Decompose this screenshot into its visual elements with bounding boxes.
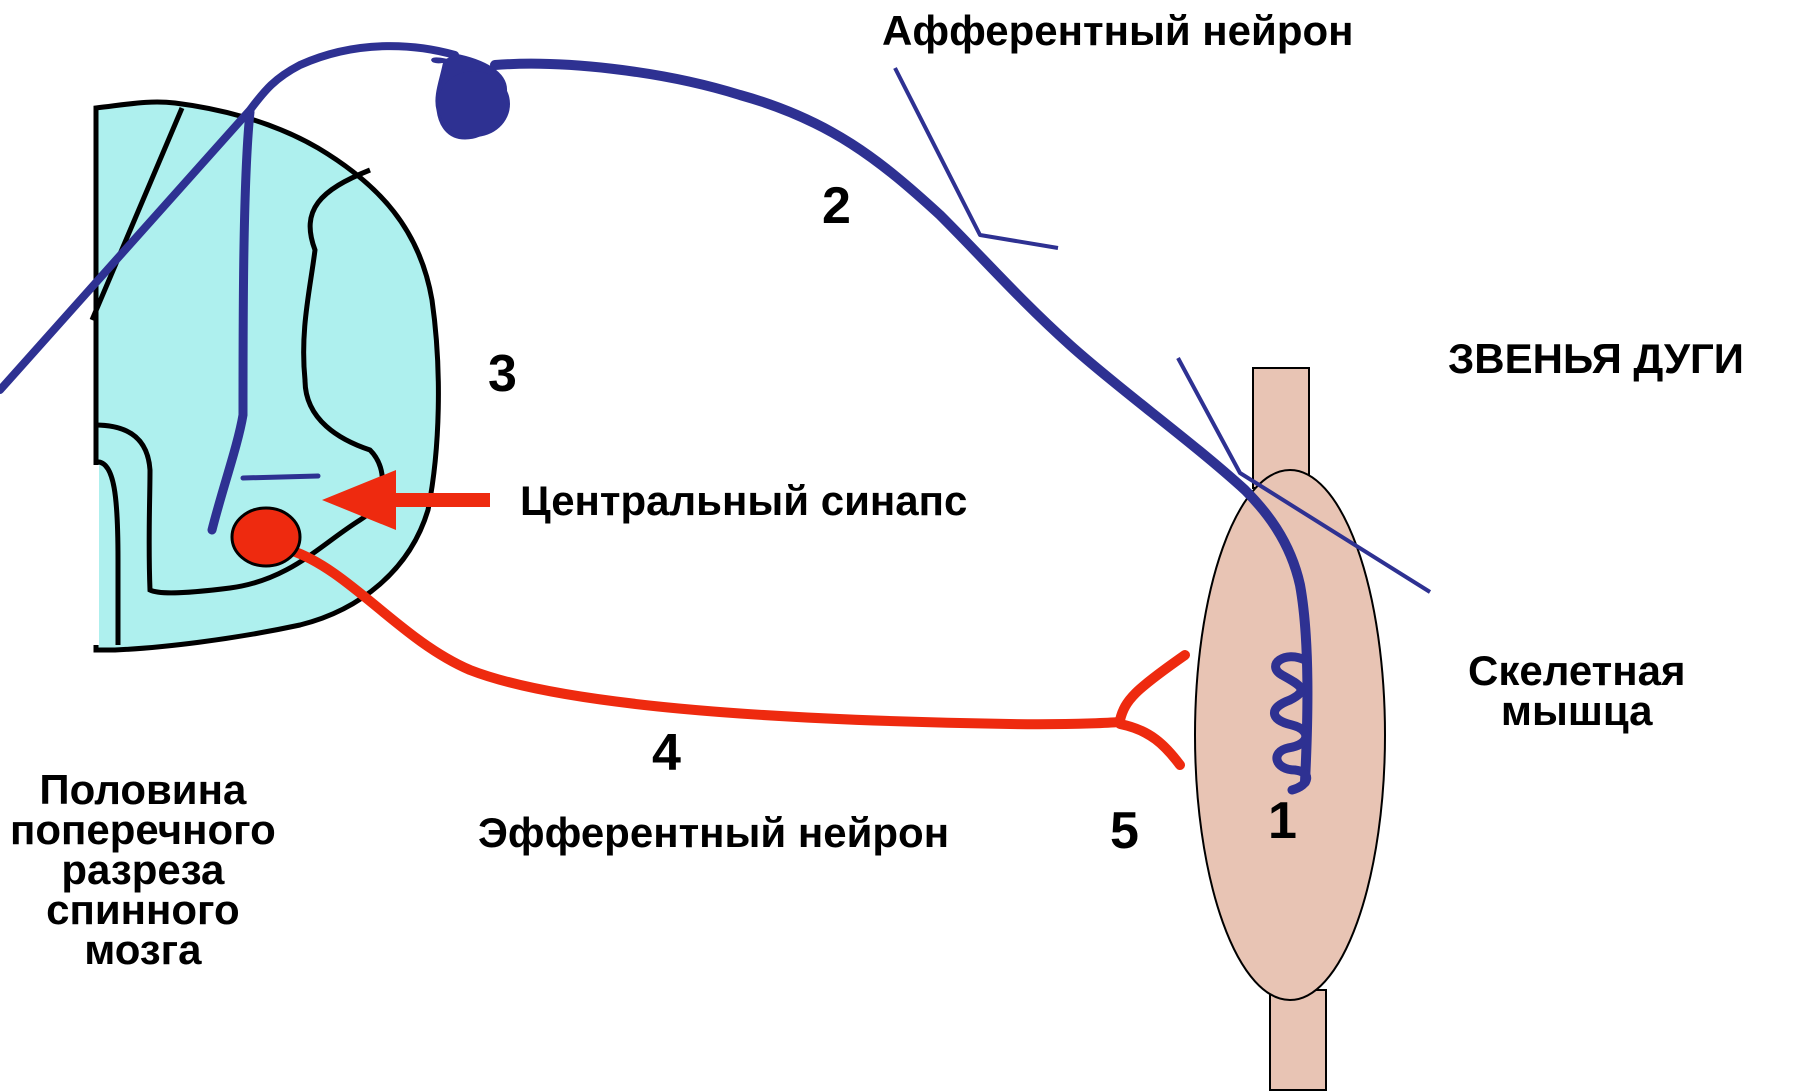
spinal-cord-section: [90, 102, 438, 650]
skeletal-muscle-line-1: Скелетная: [1468, 651, 1685, 691]
afferent-fiber: [495, 64, 1307, 782]
spinal-cord-label-line-5: мозга: [10, 930, 276, 970]
spinal-cord-label-line-1: Половина: [10, 770, 276, 810]
efferent-terminal-lower: [1120, 724, 1180, 765]
number-4-efferent: 4: [652, 727, 681, 779]
reflex-arc-links-heading: ЗВЕНЬЯ ДУГИ: [1448, 338, 1744, 380]
afferent-collateral: [243, 476, 318, 478]
tendon-bottom: [1270, 990, 1326, 1090]
central-synapse-label: Центральный синапс: [520, 480, 967, 522]
efferent-terminal-upper: [1120, 655, 1185, 720]
spinal-ganglion: [438, 71, 510, 137]
spinal-cord-label-line-4: спинного: [10, 890, 276, 930]
number-5-effector: 5: [1110, 805, 1139, 857]
spinal-cord-label-line-3: разреза: [10, 850, 276, 890]
tendon-top: [1253, 368, 1309, 488]
afferent-neuron-label: Афферентный нейрон: [882, 10, 1354, 52]
afferent-branch-mark-1: [895, 68, 1058, 248]
efferent-cell-body: [232, 508, 300, 566]
spinal-cord-half-label: Половина поперечного разреза спинного мо…: [10, 770, 276, 970]
number-3-center: 3: [488, 348, 517, 400]
skeletal-muscle-label: Скелетная мышца: [1468, 651, 1685, 731]
number-2-afferent: 2: [822, 180, 851, 232]
skeletal-muscle-line-2: мышца: [1468, 691, 1685, 731]
efferent-axon: [290, 550, 1120, 724]
efferent-neuron-label: Эфферентный нейрон: [478, 812, 949, 854]
number-1-receptor: 1: [1268, 795, 1297, 847]
spinal-cord-label-line-2: поперечного: [10, 810, 276, 850]
